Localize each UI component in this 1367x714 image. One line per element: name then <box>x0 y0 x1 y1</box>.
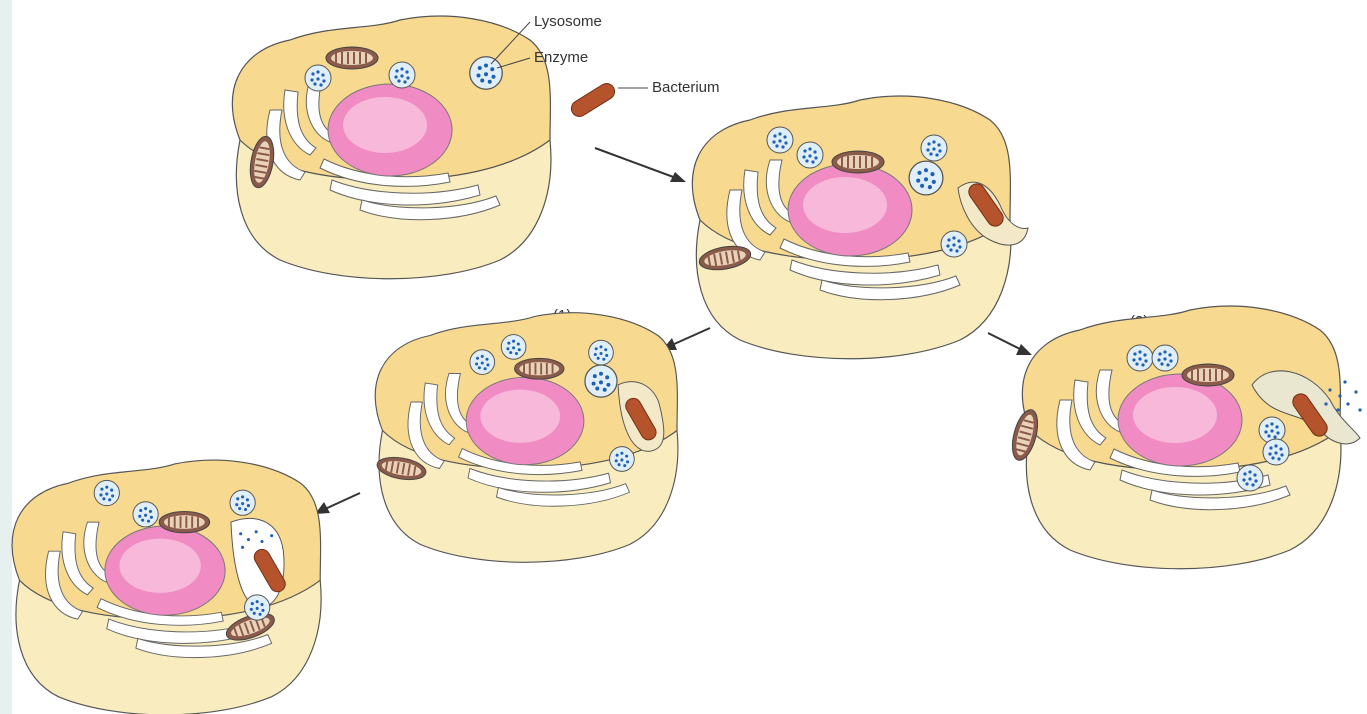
bacterium-label: Bacterium <box>652 79 720 96</box>
arrow-b-to-c <box>662 328 710 350</box>
label-bacterium-group: Bacterium <box>618 79 720 96</box>
cell-d <box>1008 306 1362 569</box>
arrow-c-to-e <box>315 493 360 514</box>
cell-e <box>12 460 321 714</box>
lysosome-label: Lysosome <box>534 13 602 30</box>
cell-b <box>692 96 1028 359</box>
cell-a <box>232 16 551 279</box>
arrow-a-to-b <box>595 148 686 182</box>
cell-c <box>375 313 678 563</box>
free-bacterium <box>568 80 617 119</box>
arrow-b-to-d <box>988 333 1032 355</box>
enzyme-label: Enzyme <box>534 49 588 66</box>
